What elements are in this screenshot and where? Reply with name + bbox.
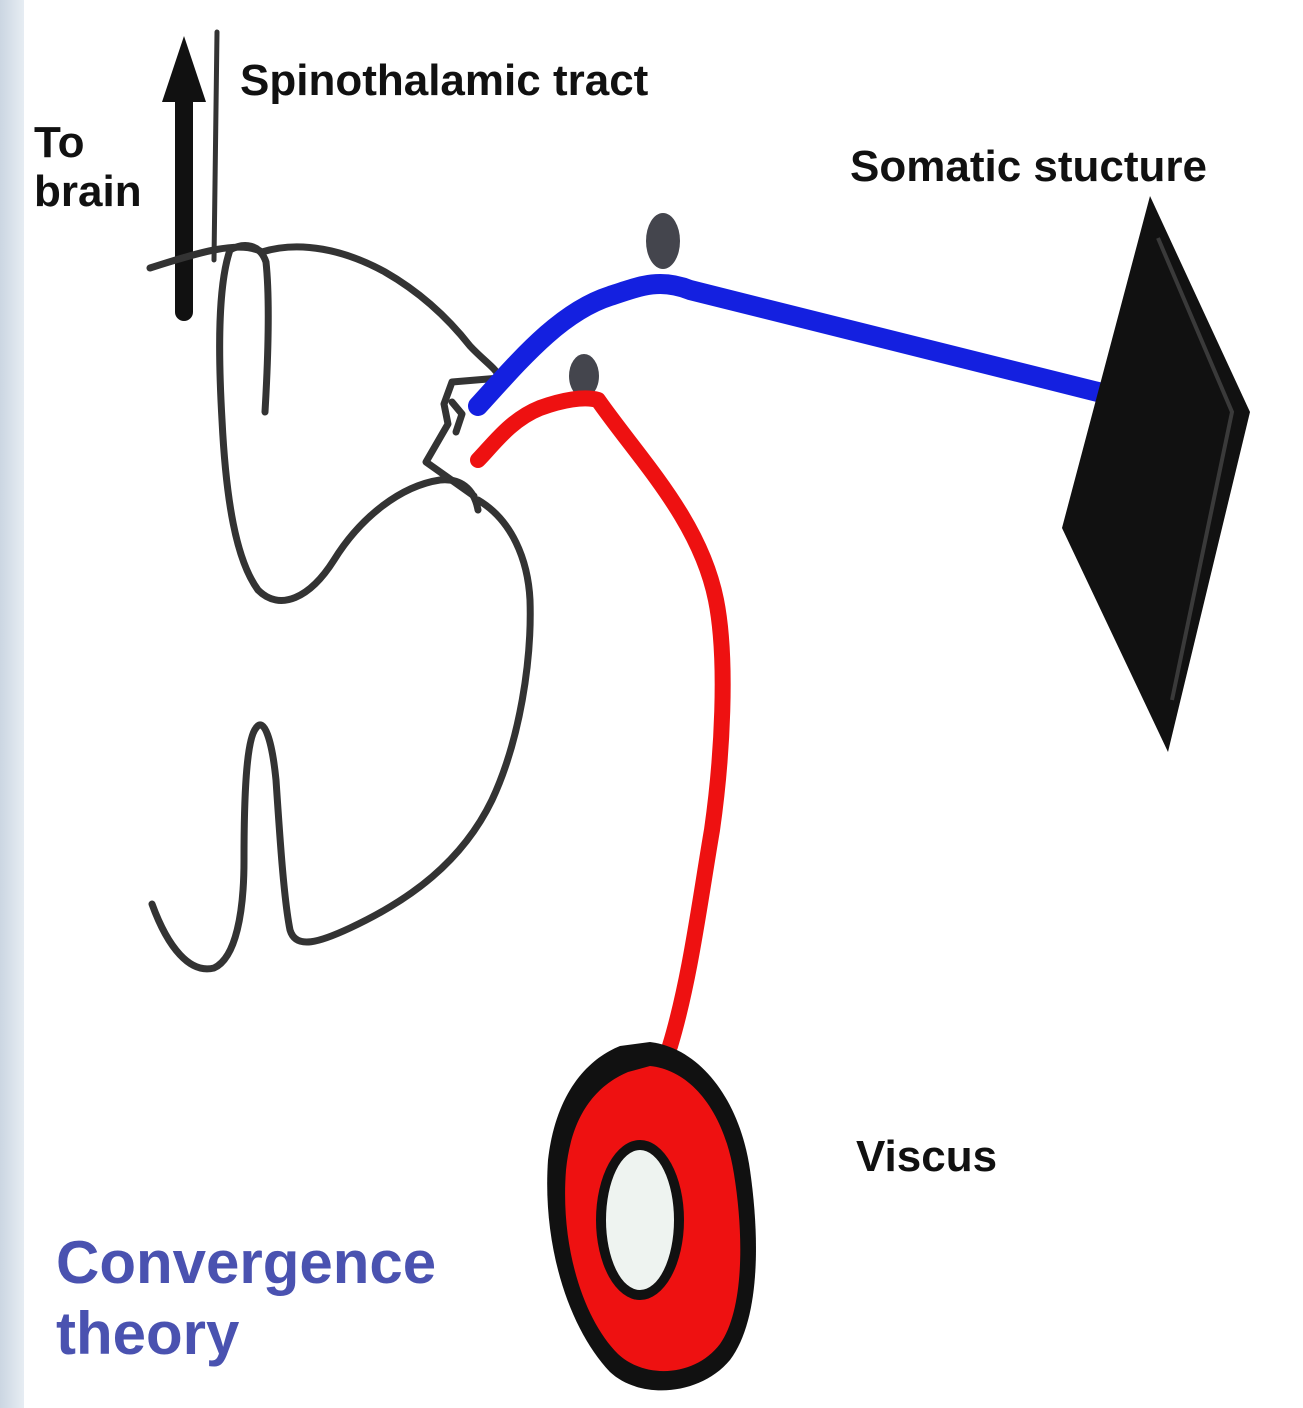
- somatic-structure-label: Somatic stucture: [850, 142, 1207, 191]
- to-brain-label-line1: To: [34, 118, 142, 167]
- somatic-structure-shape: [1062, 196, 1250, 752]
- up-arrow-icon: [162, 36, 206, 312]
- somatic-nerve-fiber: [478, 284, 1098, 406]
- viscus-label: Viscus: [856, 1132, 997, 1181]
- somatic-ganglion: [646, 213, 680, 269]
- spinal-cord-outline: [150, 246, 530, 969]
- diagram-title: Convergence theory: [56, 1228, 436, 1370]
- diagram-title-line1: Convergence: [56, 1228, 436, 1299]
- spinothalamic-tract-line: [214, 32, 217, 260]
- to-brain-label-line2: brain: [34, 167, 142, 216]
- to-brain-label: To brain: [34, 118, 142, 217]
- viscus-shape: [547, 1042, 756, 1390]
- diagram-title-line2: theory: [56, 1299, 436, 1370]
- spinothalamic-tract-label: Spinothalamic tract: [240, 56, 648, 105]
